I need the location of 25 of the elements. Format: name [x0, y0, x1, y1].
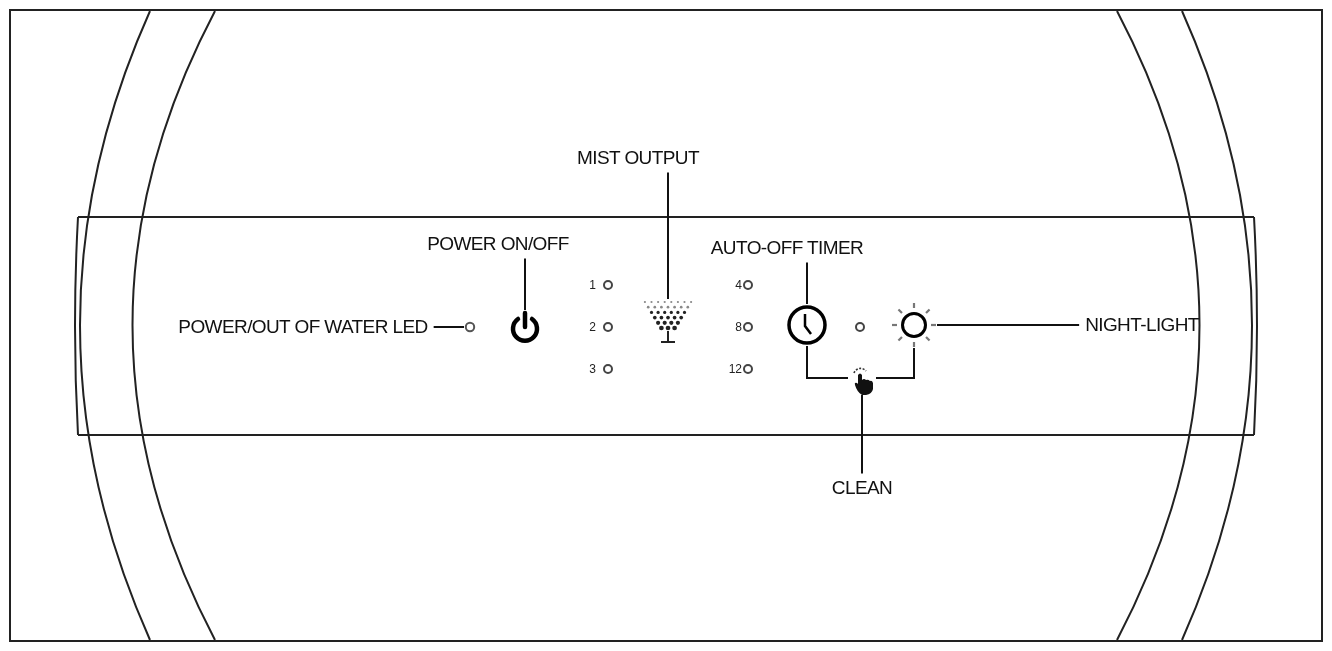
speed-level-label: 4 [735, 278, 742, 292]
led-indicator [464, 321, 476, 333]
callout-label: CLEAN [831, 477, 893, 499]
speed-level-label: 8 [735, 320, 742, 334]
callout-label: MIST OUTPUT [577, 147, 699, 169]
speed-level-label: 2 [589, 320, 596, 334]
power-icon [509, 310, 541, 344]
speed-level-label: 3 [589, 362, 596, 376]
leader-line [806, 261, 808, 305]
callout-label: POWER ON/OFF [427, 233, 569, 255]
leader-line [875, 347, 915, 379]
leader-line [524, 257, 526, 311]
leader-line [806, 345, 849, 379]
leader-line [432, 326, 465, 328]
speed-level-label: 12 [728, 362, 742, 376]
sun-icon [891, 302, 937, 348]
callout-label: NIGHT-LIGHT [1085, 314, 1199, 336]
leader-line [667, 171, 669, 300]
speed-level-label: 1 [589, 278, 596, 292]
callout-label: POWER/OUT OF WATER LED [178, 316, 428, 338]
clock-icon [786, 304, 828, 346]
leader-line [936, 324, 1081, 326]
callout-label: AUTO-OFF TIMER [710, 237, 864, 259]
mist-icon [641, 299, 695, 345]
leader-line [861, 394, 863, 475]
